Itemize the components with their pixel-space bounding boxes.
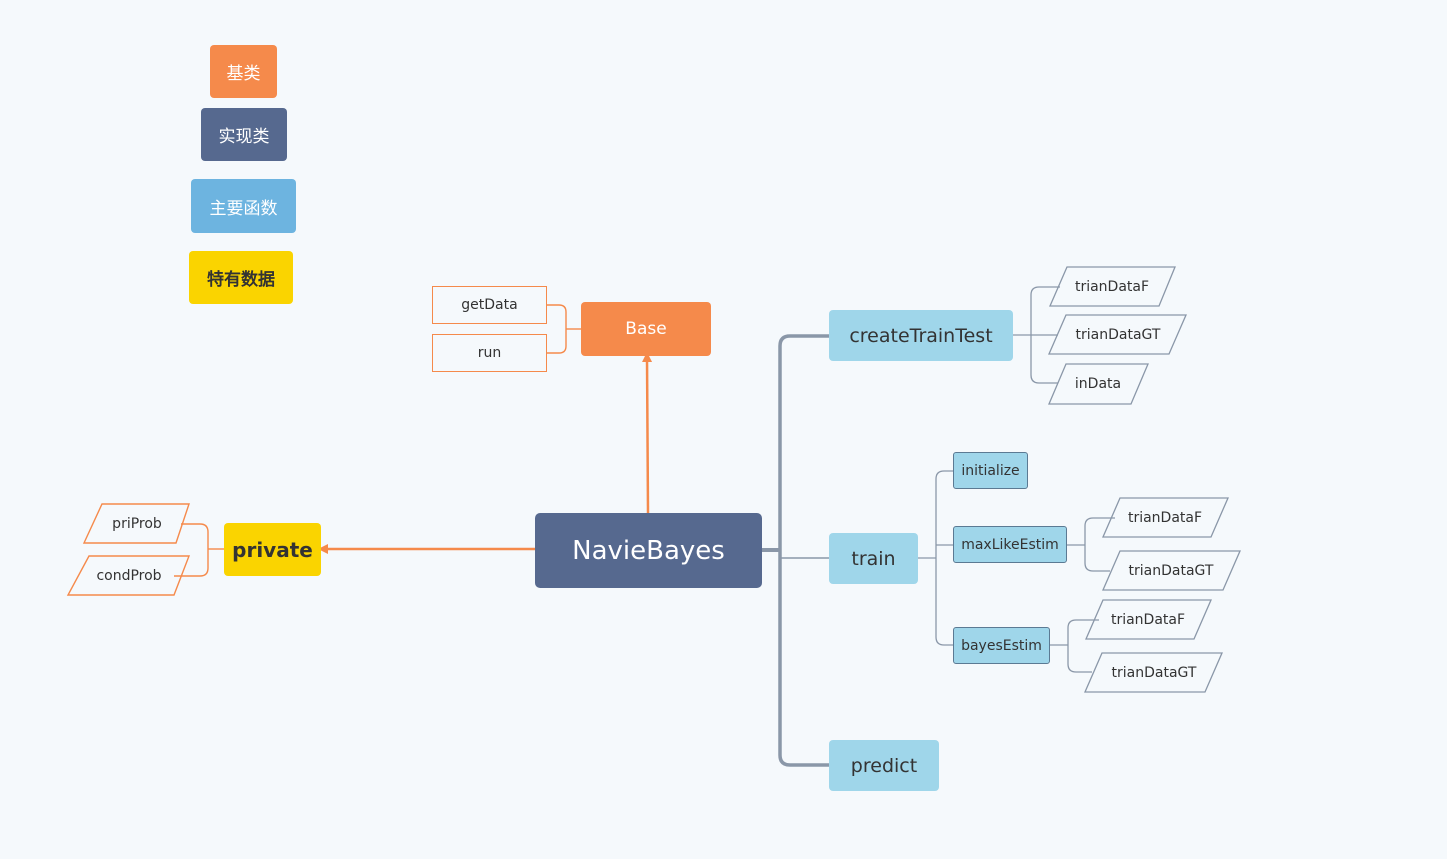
train-bracket bbox=[935, 470, 953, 646]
legend-special-data[interactable]: 特有数据 bbox=[189, 251, 293, 304]
train-sub-bayesestim[interactable]: bayesEstim bbox=[953, 627, 1050, 664]
condprob-shape bbox=[66, 555, 191, 596]
train-sub-maxlikeestim[interactable]: maxLikeEstim bbox=[953, 526, 1067, 563]
ctt-data-shape-1 bbox=[1049, 266, 1176, 307]
inherit-arrow bbox=[642, 352, 653, 514]
private-data-bracket bbox=[174, 523, 209, 577]
train-sub-initialize[interactable]: initialize bbox=[953, 452, 1028, 489]
function-trunk bbox=[778, 334, 829, 767]
legend-impl-class[interactable]: 实现类 bbox=[201, 108, 287, 161]
root-node-naviebayes[interactable]: NavieBayes bbox=[535, 513, 762, 588]
mle-data-triandataf[interactable]: trianDataF bbox=[1127, 510, 1203, 526]
bayes-data-triandataf[interactable]: trianDataF bbox=[1110, 612, 1186, 628]
base-class-node[interactable]: Base bbox=[581, 302, 711, 356]
legend-base-class[interactable]: 基类 bbox=[210, 45, 277, 98]
private-data-condprob[interactable]: condProb bbox=[96, 568, 162, 584]
function-train[interactable]: train bbox=[829, 533, 918, 584]
bayes-bracket bbox=[1067, 619, 1099, 673]
ctt-data-shape-3 bbox=[1048, 363, 1149, 405]
private-data-priprob[interactable]: priProb bbox=[112, 516, 162, 532]
base-method-bracket bbox=[547, 304, 567, 354]
mle-bracket bbox=[1084, 517, 1115, 572]
base-method-run[interactable]: run bbox=[432, 334, 547, 372]
function-predict[interactable]: predict bbox=[829, 740, 939, 791]
function-createtraintest[interactable]: createTrainTest bbox=[829, 310, 1013, 361]
bayes-data-triandatagt[interactable]: trianDataGT bbox=[1111, 665, 1197, 681]
bayes-data-shape-2 bbox=[1084, 652, 1223, 693]
ctt-data-indata[interactable]: inData bbox=[1074, 376, 1122, 392]
ctt-data-triandatagt[interactable]: trianDataGT bbox=[1075, 327, 1161, 343]
legend-main-function[interactable]: 主要函数 bbox=[191, 179, 296, 233]
bayes-data-shape-1 bbox=[1085, 599, 1212, 640]
mle-data-shape-2 bbox=[1102, 550, 1241, 591]
ctt-bracket bbox=[1030, 286, 1060, 384]
private-data-node[interactable]: private bbox=[224, 523, 321, 576]
mle-data-shape-1 bbox=[1102, 497, 1229, 538]
ctt-data-shape-2 bbox=[1048, 314, 1187, 355]
pribprob-shape bbox=[82, 503, 190, 544]
ctt-data-triandataf[interactable]: trianDataF bbox=[1074, 279, 1150, 295]
base-method-getdata[interactable]: getData bbox=[432, 286, 547, 324]
mle-data-triandatagt[interactable]: trianDataGT bbox=[1128, 563, 1214, 579]
